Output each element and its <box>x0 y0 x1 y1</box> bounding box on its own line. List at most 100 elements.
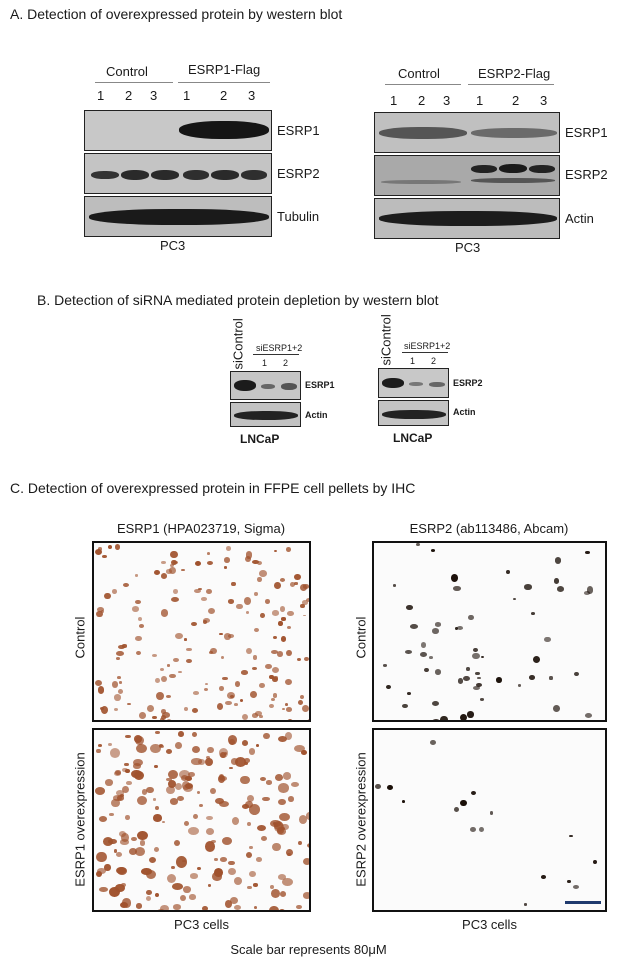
stained-cell <box>118 831 126 837</box>
stained-cell <box>274 774 283 782</box>
stained-cell <box>387 784 393 790</box>
stained-cell <box>194 589 201 594</box>
stained-cell <box>453 585 461 591</box>
stained-cell <box>302 614 306 617</box>
stained-cell <box>297 700 303 705</box>
stained-cell <box>281 823 289 831</box>
stained-cell <box>258 682 265 689</box>
stained-cell <box>420 641 426 648</box>
stained-cell <box>97 868 106 875</box>
b-right-blot-actin <box>378 400 449 426</box>
stained-cell <box>415 543 420 547</box>
stained-cell <box>161 560 167 565</box>
stained-cell <box>204 682 209 686</box>
stained-cell <box>112 681 119 688</box>
b-left-blot-esrp1 <box>230 371 301 400</box>
stained-cell <box>133 734 143 743</box>
stained-cell <box>585 550 590 554</box>
stained-cell <box>137 616 142 621</box>
scale-caption: Scale bar represents 80μM <box>230 942 387 957</box>
a-left-control-line <box>95 82 173 83</box>
stained-cell <box>257 577 262 583</box>
stained-cell <box>285 546 292 552</box>
b-left-lane-1: 1 <box>262 358 268 368</box>
stained-cell <box>424 667 429 672</box>
stained-cell <box>101 554 107 559</box>
stained-cell <box>258 570 267 577</box>
stained-cell <box>124 815 130 820</box>
a-right-treat-line <box>468 84 554 85</box>
b-left-row-actin: Actin <box>305 410 328 420</box>
stained-cell <box>205 588 212 595</box>
stained-cell <box>457 678 464 684</box>
stained-cell <box>301 600 308 605</box>
stained-cell <box>198 588 203 591</box>
stained-cell <box>223 565 228 569</box>
stained-cell <box>451 574 459 582</box>
stained-cell <box>155 692 164 701</box>
stained-cell <box>528 675 536 681</box>
stained-cell <box>280 635 287 642</box>
b-right-lane-2: 2 <box>431 356 437 366</box>
stained-cell <box>220 857 228 863</box>
a-left-lane-5: 2 <box>220 88 228 103</box>
stained-cell <box>454 807 460 813</box>
stained-cell <box>573 885 579 890</box>
stained-cell <box>202 905 209 910</box>
stained-cell <box>392 584 397 587</box>
stained-cell <box>159 904 169 910</box>
stained-cell <box>191 758 202 765</box>
stained-cell <box>167 780 176 789</box>
stained-cell <box>95 871 102 878</box>
stained-cell <box>124 762 129 767</box>
stained-cell <box>247 885 252 890</box>
stained-cell <box>479 698 485 701</box>
stained-cell <box>130 770 142 779</box>
stained-cell <box>410 624 418 630</box>
stained-cell <box>284 678 292 686</box>
stained-cell <box>206 815 214 821</box>
stained-cell <box>99 707 104 710</box>
stained-cell <box>248 845 253 850</box>
stained-cell <box>119 681 123 684</box>
stained-cell <box>219 800 230 807</box>
stained-cell <box>218 685 225 691</box>
stained-cell <box>96 851 107 863</box>
stained-cell <box>107 545 112 550</box>
stained-cell <box>276 826 284 834</box>
stained-cell <box>183 638 188 641</box>
stained-cell <box>161 820 166 824</box>
stained-cell <box>152 798 156 801</box>
stained-cell <box>135 902 143 909</box>
stained-cell <box>169 674 176 679</box>
stained-cell <box>184 776 192 781</box>
stained-cell <box>467 614 474 621</box>
stained-cell <box>496 677 503 683</box>
stained-cell <box>109 812 114 817</box>
stained-cell <box>195 560 202 566</box>
stained-cell <box>126 702 131 706</box>
stained-cell <box>137 830 148 841</box>
stained-cell <box>402 704 408 709</box>
stained-cell <box>278 812 290 822</box>
stained-cell <box>123 583 129 588</box>
stained-cell <box>181 859 186 863</box>
stained-cell <box>132 758 143 767</box>
stained-cell <box>277 874 286 881</box>
stained-cell <box>148 857 156 864</box>
stained-cell <box>219 632 224 636</box>
stained-cell <box>405 650 412 655</box>
stained-cell <box>171 560 177 566</box>
stained-cell <box>256 560 262 565</box>
stained-cell <box>158 744 164 749</box>
scale-bar <box>565 901 601 904</box>
stained-cell <box>165 694 172 699</box>
stained-cell <box>207 552 211 555</box>
a-left-lane-3: 3 <box>150 88 158 103</box>
stained-cell <box>470 826 476 832</box>
a-left-cell-line: PC3 <box>160 238 186 253</box>
a-left-lane-1: 1 <box>97 88 105 103</box>
stained-cell <box>223 632 231 640</box>
stained-cell <box>153 846 159 852</box>
stained-cell <box>120 794 124 798</box>
